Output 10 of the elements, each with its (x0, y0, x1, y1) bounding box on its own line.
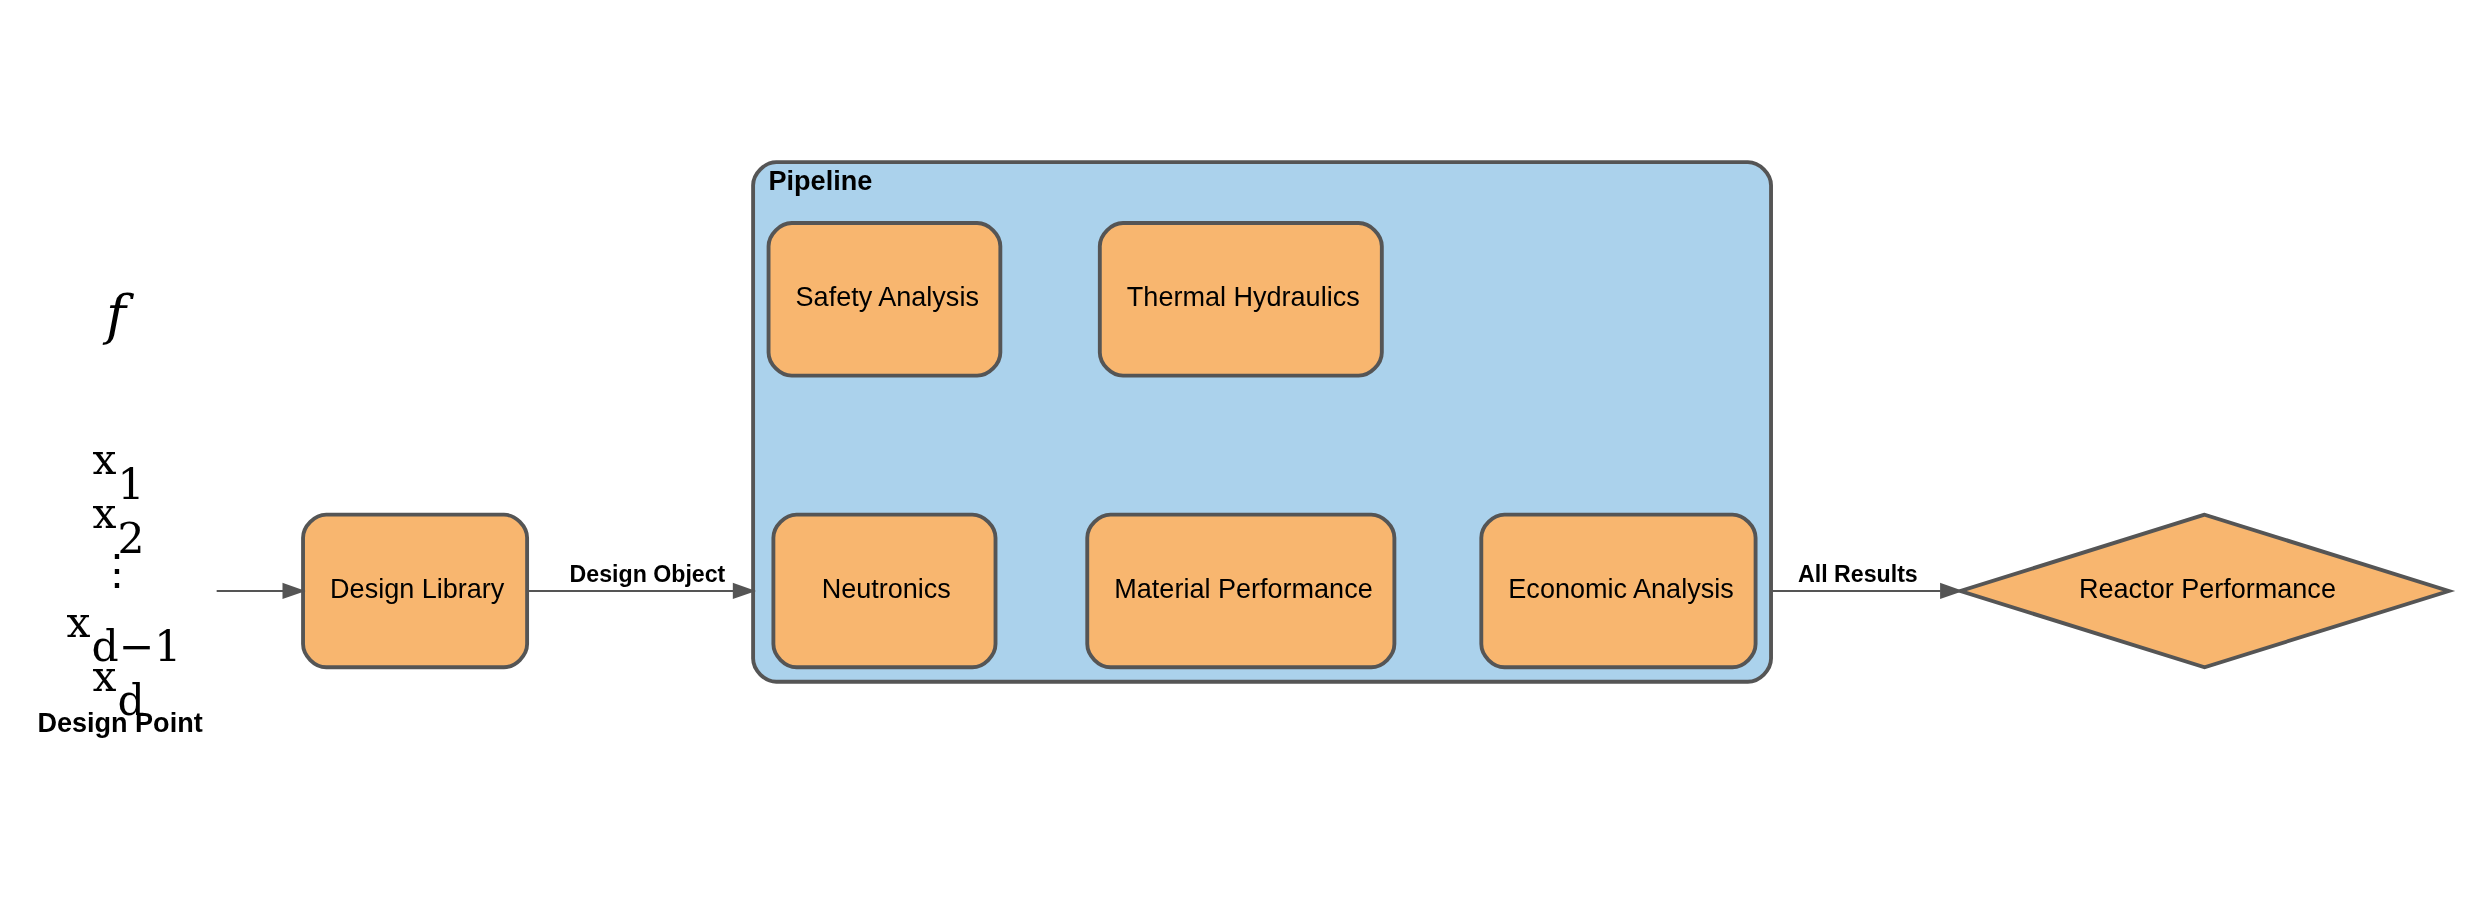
edge-label: All Results (1798, 560, 1918, 587)
node-box: Safety Analysis (766, 220, 1003, 378)
node-box: Economic Analysis (1479, 512, 1758, 669)
node-box: Design Library (301, 512, 530, 669)
node-box: Material Performance (1085, 512, 1397, 669)
node-box: Neutronics (771, 512, 998, 669)
arrow (526, 582, 757, 599)
arrow (215, 582, 306, 599)
node-box: Thermal Hydraulics (1097, 220, 1384, 378)
edge-label: Design Object (569, 560, 726, 587)
